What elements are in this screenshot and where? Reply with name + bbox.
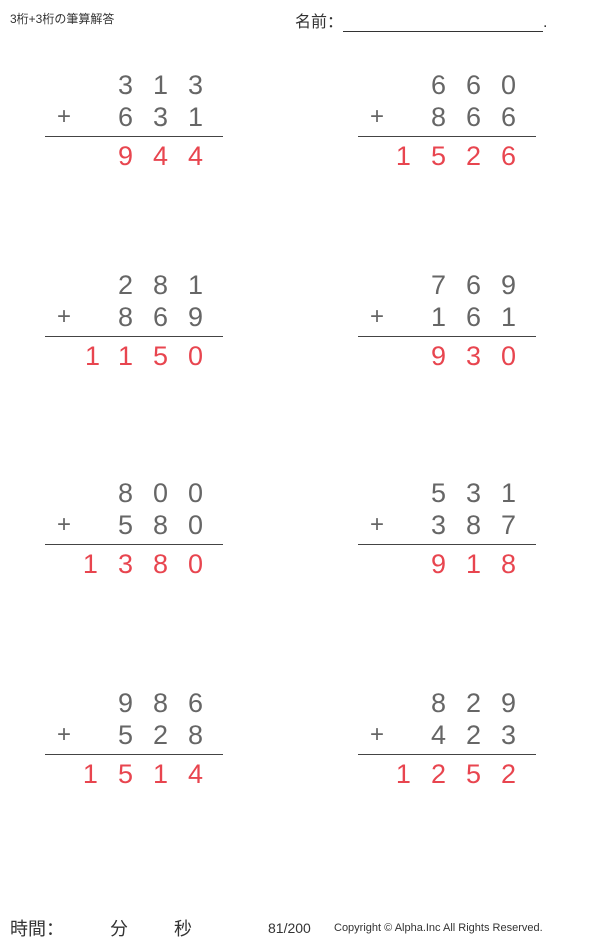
sum: 1526 <box>395 141 536 171</box>
sum-line <box>45 136 223 137</box>
addend1: 660 <box>430 70 536 100</box>
sum: 1252 <box>395 759 536 789</box>
sum: 944 <box>117 141 223 171</box>
seconds-label: 秒 <box>174 919 192 938</box>
minutes-blank-line <box>64 921 110 938</box>
problem-6: 531 + 387 918 <box>358 477 536 580</box>
problem-4: 769 + 161 930 <box>358 269 536 372</box>
copyright-notice: Copyright © Alpha.Inc All Rights Reserve… <box>334 922 543 934</box>
addend2: 866 <box>430 102 536 132</box>
time-field: 時間： 分 秒 <box>10 915 192 938</box>
addend1: 829 <box>430 688 536 718</box>
addend2: 528 <box>117 720 223 750</box>
problem-3: 281 + 869 1150 <box>45 269 223 372</box>
sum-line <box>45 336 223 337</box>
name-label: 名前： <box>295 14 344 31</box>
problem-8: 829 + 423 1252 <box>358 687 536 790</box>
addend1: 313 <box>117 70 223 100</box>
plus-operator: + <box>57 303 72 330</box>
addend2: 161 <box>430 302 536 332</box>
time-label: 時間： <box>10 919 64 938</box>
addend2: 869 <box>117 302 223 332</box>
sum-line <box>358 544 536 545</box>
addend2: 387 <box>430 510 536 540</box>
addend2: 580 <box>117 510 223 540</box>
seconds-blank-line <box>128 921 174 938</box>
plus-operator: + <box>370 511 385 538</box>
addend1: 281 <box>117 270 223 300</box>
addend1: 531 <box>430 478 536 508</box>
addend1: 800 <box>117 478 223 508</box>
worksheet-title: 3桁+3桁の筆算解答 <box>10 12 115 26</box>
page-number: 81/200 <box>268 920 311 936</box>
sum-line <box>358 754 536 755</box>
sum: 1380 <box>82 549 223 579</box>
addend2: 423 <box>430 720 536 750</box>
problem-7: 986 + 528 1514 <box>45 687 223 790</box>
plus-operator: + <box>370 103 385 130</box>
sum-line <box>45 754 223 755</box>
addend1: 986 <box>117 688 223 718</box>
sum-line <box>358 136 536 137</box>
name-field: 名前：. <box>295 8 547 32</box>
sum-line <box>45 544 223 545</box>
problem-5: 800 + 580 1380 <box>45 477 223 580</box>
problem-1: 313 + 631 944 <box>45 69 223 172</box>
sum: 930 <box>430 341 536 371</box>
addend2: 631 <box>117 102 223 132</box>
minutes-label: 分 <box>110 919 128 938</box>
sum: 1150 <box>84 341 223 371</box>
plus-operator: + <box>57 103 72 130</box>
plus-operator: + <box>57 511 72 538</box>
addend1: 769 <box>430 270 536 300</box>
sum: 1514 <box>82 759 223 789</box>
plus-operator: + <box>370 721 385 748</box>
name-suffix: . <box>543 14 548 31</box>
sum-line <box>358 336 536 337</box>
problem-2: 660 + 866 1526 <box>358 69 536 172</box>
name-blank-line <box>343 14 544 32</box>
sum: 918 <box>430 549 536 579</box>
plus-operator: + <box>57 721 72 748</box>
plus-operator: + <box>370 303 385 330</box>
